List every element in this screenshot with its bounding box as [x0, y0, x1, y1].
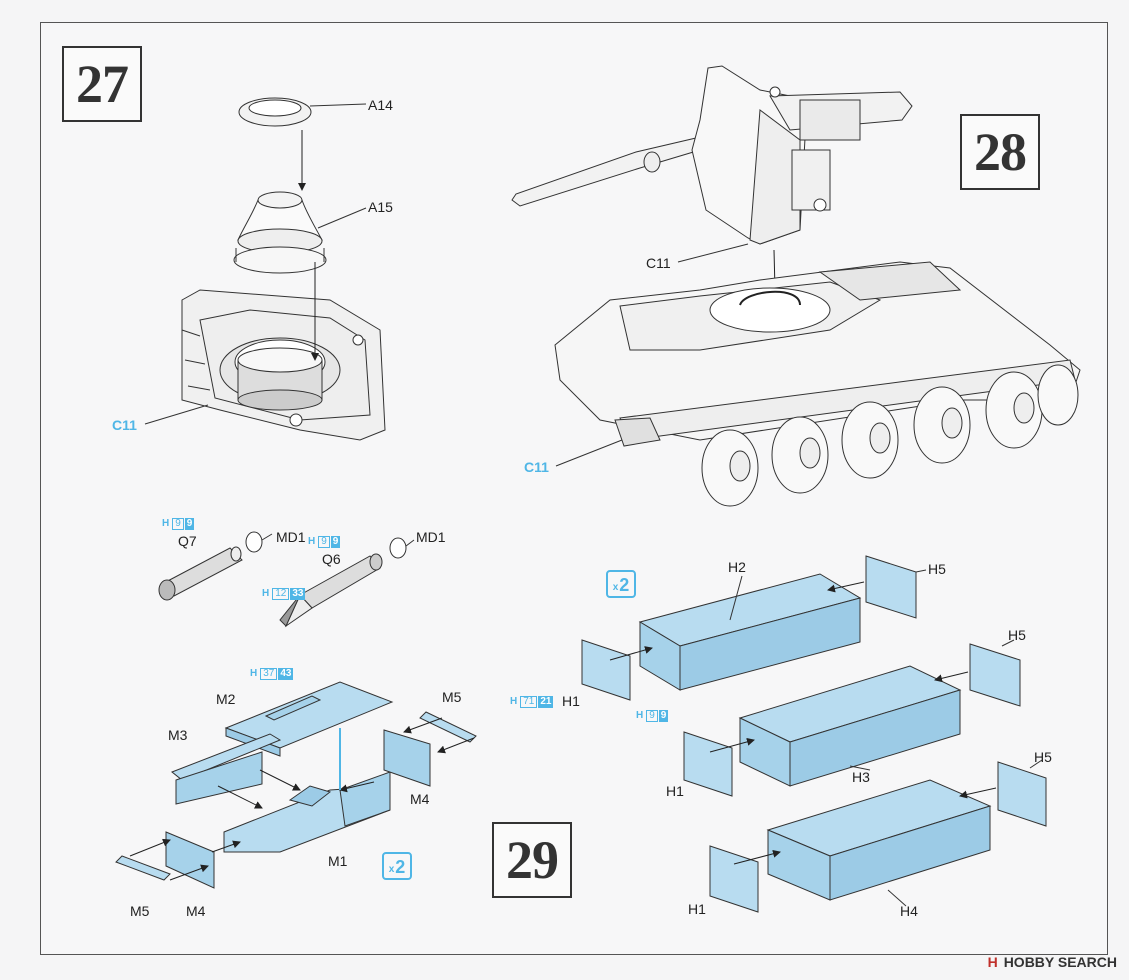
rack-drawing: [115, 681, 477, 889]
part-label-m5-bottom: M5: [130, 903, 150, 919]
part-label-md1-b: MD1: [416, 529, 446, 545]
part-label-h5-a: H5: [928, 561, 946, 577]
part-label-c11-right: C11: [524, 459, 549, 475]
part-label-h4: H4: [900, 903, 918, 919]
watermark-text: HOBBY SEARCH: [1003, 954, 1117, 970]
step-number-29: 29: [492, 822, 572, 898]
step28-drawing: [511, 65, 1081, 507]
part-label-h5-c: H5: [1034, 749, 1052, 765]
step-number-27: 27: [62, 46, 142, 122]
part-label-m4-bottom: M4: [186, 903, 206, 919]
part-label-h1-b: H1: [666, 783, 684, 799]
step-number-28: 28: [960, 114, 1040, 190]
step27-drawing: [144, 97, 386, 441]
hobby-search-watermark: H HOBBY SEARCH: [988, 954, 1117, 970]
part-label-h3: H3: [852, 769, 870, 785]
part-label-a14: A14: [368, 97, 393, 113]
shell-drawing: [158, 531, 415, 628]
hobby-search-logo-icon: H: [987, 954, 998, 970]
part-label-h2: H2: [728, 559, 746, 575]
part-label-h5-b: H5: [1008, 627, 1026, 643]
part-label-m1: M1: [328, 853, 348, 869]
box-drawing: [581, 555, 1047, 913]
part-label-m3: M3: [168, 727, 188, 743]
part-label-md1-a: MD1: [276, 529, 306, 545]
part-label-c11-gun: C11: [646, 255, 671, 271]
part-label-m2: M2: [216, 691, 236, 707]
part-label-h1-c: H1: [688, 901, 706, 917]
part-label-q6: Q6: [322, 551, 341, 567]
part-label-c11-left: C11: [112, 417, 137, 433]
part-label-h1-a: H1: [562, 693, 580, 709]
part-label-a15: A15: [368, 199, 393, 215]
part-label-q7: Q7: [178, 533, 197, 549]
part-label-m4-right: M4: [410, 791, 430, 807]
part-label-m5-top: M5: [442, 689, 462, 705]
